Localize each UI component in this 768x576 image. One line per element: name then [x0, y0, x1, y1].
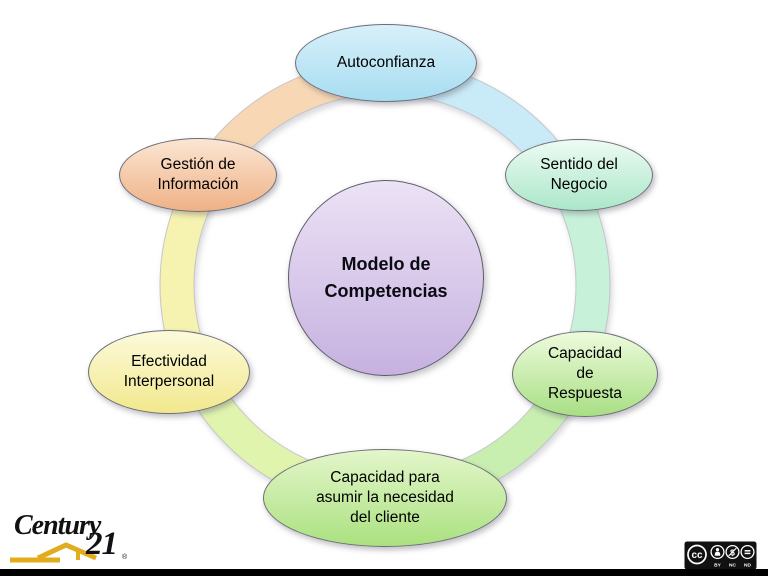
- center-node-modelo-de-competencias: Modelo de Competencias: [288, 180, 484, 376]
- node-label-line: asumir la necesidad: [316, 489, 454, 507]
- node-capacidad-cliente: Capacidad para asumir la necesidad del c…: [263, 449, 507, 547]
- cc-nc-slash: [728, 547, 737, 557]
- cc-nc-label: NC: [729, 563, 736, 569]
- cc-nc-icon: [725, 544, 740, 560]
- node-label-line: Negocio: [550, 176, 608, 193]
- node-capacidad-de-respuesta: Capacidad de Respuesta: [512, 331, 658, 417]
- century21-logo: Century 21 ®: [0, 492, 150, 570]
- node-label-line: Gestión de: [160, 156, 236, 174]
- center-title-line: Modelo de: [341, 254, 431, 274]
- registered-mark: ®: [122, 554, 128, 561]
- cc-nd-icon: [740, 544, 755, 560]
- node-label-line: Interpersonal: [123, 373, 215, 390]
- node-label-line: de: [576, 365, 594, 383]
- node-label-line: del cliente: [350, 508, 420, 526]
- cc-by-label: BY: [714, 563, 721, 569]
- node-label-line: Capacidad para: [330, 469, 440, 487]
- century21-number: 21: [86, 526, 118, 562]
- node-label-line: Capacidad: [547, 345, 623, 363]
- center-title-line: Competencias: [324, 281, 448, 301]
- letterbox-bar-bottom: [0, 569, 768, 576]
- node-label-line: Efectividad: [131, 353, 207, 371]
- cc-license-badge: cc $ BY NC ND: [684, 541, 757, 570]
- node-label-line: Respuesta: [547, 384, 623, 402]
- century21-roofline-icon: [10, 542, 97, 563]
- cc-by-icon: [710, 544, 725, 560]
- node-gestion-de-informacion: Gestión de Información: [119, 138, 277, 212]
- node-sentido-del-negocio: Sentido del Negocio: [505, 139, 653, 211]
- cc-logo-text: cc: [691, 550, 703, 561]
- node-label-line: Sentido del: [540, 156, 618, 174]
- node-label-line: Información: [157, 176, 239, 193]
- cc-by-person-head: [715, 548, 720, 552]
- cc-nd-label: ND: [744, 563, 751, 569]
- node-label-line: Autoconfianza: [336, 54, 436, 72]
- cc-by-person-body: [714, 551, 721, 556]
- node-autoconfianza: Autoconfianza: [295, 24, 477, 102]
- century21-wordmark: Century: [14, 510, 101, 541]
- cc-logo-icon: [687, 544, 707, 565]
- node-efectividad-interpersonal: Efectividad Interpersonal: [88, 330, 250, 414]
